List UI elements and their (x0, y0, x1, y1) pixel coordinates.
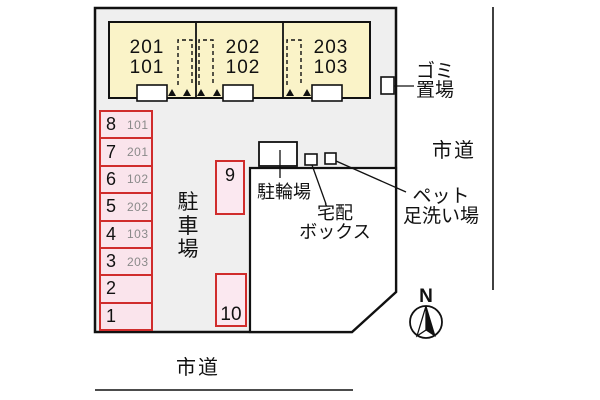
assigned-unit: 103 (127, 227, 149, 242)
entrance-porch (136, 84, 168, 102)
stairs-icon (177, 39, 193, 85)
delivery-box-label-line2: ボックス (299, 222, 371, 242)
space-number: 4 (106, 223, 117, 244)
pet-wash-label-line1: ペット (412, 186, 470, 207)
unit-lower: 102 (225, 56, 261, 78)
stairs-icon (286, 39, 302, 85)
unit-lower: 101 (129, 56, 165, 78)
assigned-unit: 101 (127, 117, 149, 132)
parking-space-1: 1 (101, 301, 151, 329)
space-number: 6 (106, 168, 117, 189)
delivery-box (304, 153, 318, 166)
delivery-box-label-line1: 宅配 (317, 203, 353, 223)
unit-upper: 202 (225, 37, 261, 58)
parking-space-10: 10 (215, 273, 247, 327)
space-number: 9 (224, 165, 235, 185)
space-number: 8 (106, 114, 117, 135)
space-number: 5 (106, 196, 117, 217)
assigned-unit: 201 (127, 145, 149, 160)
assigned-unit: 202 (127, 199, 149, 214)
parking-space-4: 4 103 (101, 219, 151, 247)
garbage-station (380, 76, 395, 95)
unit-upper: 203 (313, 37, 349, 58)
unit-upper: 201 (129, 37, 165, 58)
pet-wash-leader-line (335, 160, 407, 193)
stairs-icon (198, 39, 214, 85)
pet-wash-label-line2: 足洗い場 (402, 205, 479, 227)
space-number: 7 (106, 141, 117, 162)
space-number: 2 (106, 278, 117, 299)
bicycle-parking-area (258, 141, 298, 167)
space-number: 1 (106, 305, 117, 326)
assigned-unit: 203 (127, 254, 149, 269)
space-number: 3 (106, 251, 117, 272)
garbage-label-line1: ゴミ (416, 61, 455, 82)
delivery-box-leader-line (311, 164, 327, 205)
parking-space-6: 6 102 (101, 164, 151, 192)
garbage-label-line2: 置場 (416, 80, 455, 101)
parking-space-2: 2 (101, 274, 151, 301)
entrance-step-markers-icon (168, 89, 311, 96)
entrance-porch (311, 84, 343, 102)
garbage-station-label: ゴミ置場 (416, 62, 476, 100)
delivery-box-label: 宅配ボックス (295, 204, 375, 242)
entrance-porch (222, 84, 254, 102)
north-arrow-icon (409, 305, 443, 339)
pet-wash-station (324, 152, 337, 165)
parking-space-9: 9 (215, 160, 245, 215)
bicycle-parking-label: 駐輪場 (257, 182, 311, 202)
road-label-right: 市道 (432, 140, 476, 162)
pet-wash-label: ペット足洗い場 (390, 187, 492, 226)
unit-lower: 103 (313, 56, 349, 78)
parking-space-5: 5 202 (101, 192, 151, 219)
approach-area (248, 166, 398, 334)
assigned-unit: 102 (127, 172, 149, 187)
parking-space-3: 3 203 (101, 246, 151, 274)
parking-space-column: 8 101 7 201 6 102 5 202 4 103 3 203 2 1 (99, 110, 153, 331)
north-label: N (419, 286, 433, 307)
parking-space-7: 7 201 (101, 137, 151, 164)
space-number: 10 (220, 304, 242, 325)
road-label-bottom: 市道 (176, 357, 220, 379)
parking-area-label: 駐車場 (177, 191, 199, 261)
parking-space-8: 8 101 (101, 112, 151, 137)
